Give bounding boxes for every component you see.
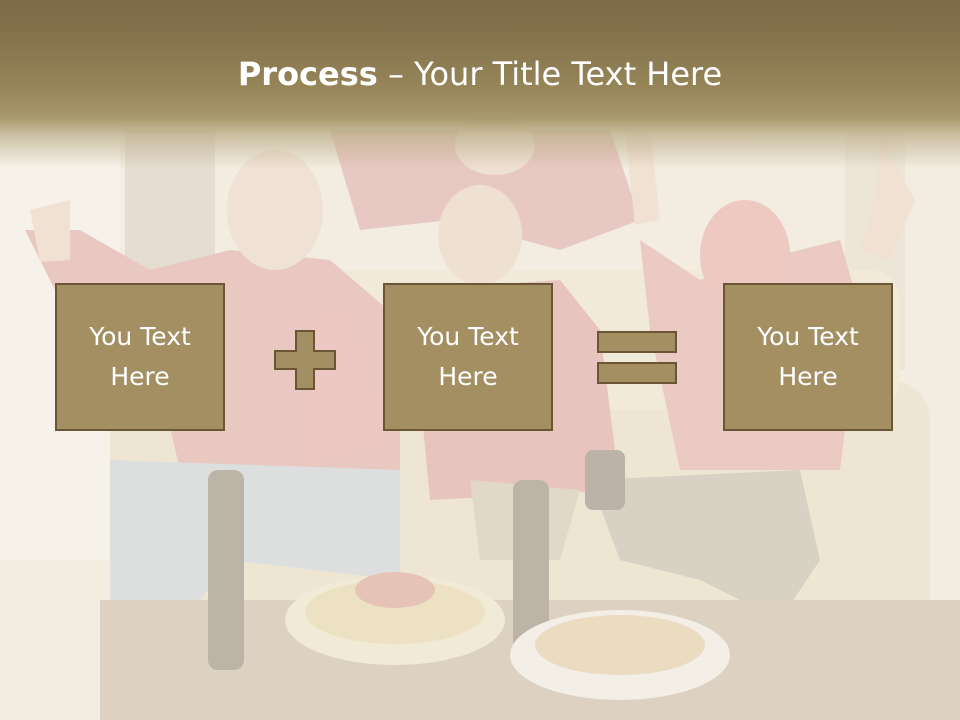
process-box-1[interactable]: You Text Here [55,283,225,431]
equals-icon [597,331,677,384]
process-box-1-text: You Text Here [89,322,191,391]
slide-title-rest: – Your Title Text Here [377,55,723,93]
process-box-2-text: You Text Here [417,322,519,391]
process-box-3-text: You Text Here [757,322,859,391]
slide-title[interactable]: Process – Your Title Text Here [0,52,960,96]
title-band [0,0,960,168]
process-box-3[interactable]: You Text Here [723,283,893,431]
process-box-2[interactable]: You Text Here [383,283,553,431]
plus-icon [274,330,336,390]
slide-title-bold: Process [237,55,378,93]
